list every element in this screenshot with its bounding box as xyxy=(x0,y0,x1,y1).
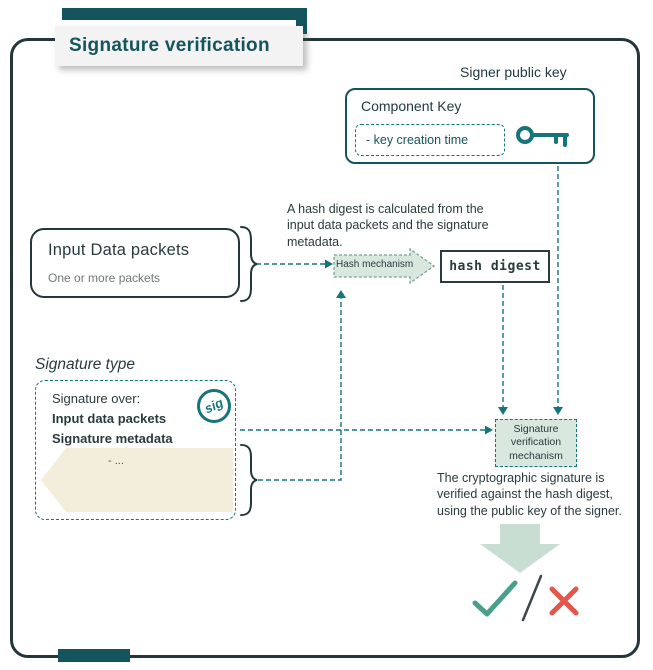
slash-icon xyxy=(521,574,543,622)
input-brace xyxy=(240,226,258,302)
arrowhead-up-hash xyxy=(336,290,346,298)
component-key-title: Component Key xyxy=(361,98,462,114)
sig-stamp-label: sig xyxy=(202,395,225,417)
key-creation-time-box: - key creation time xyxy=(355,124,505,156)
hash-mechanism-label: Hash mechanism xyxy=(336,259,414,270)
signature-item-packets: Input data packets xyxy=(52,411,167,426)
key-creation-time-label: - key creation time xyxy=(366,133,469,147)
arrowhead-down-key xyxy=(553,407,563,415)
metadata-detail: - ... xyxy=(108,455,124,467)
page-title-box: Signature verification xyxy=(55,26,303,66)
metadata-banner-shape xyxy=(41,448,233,512)
signature-brace xyxy=(240,444,258,516)
header-accent-bar-end xyxy=(296,8,307,34)
result-arrow-down xyxy=(480,524,560,573)
signature-verification-mechanism-label: Signature verification mechanism xyxy=(509,423,563,462)
hash-digest-box: hash digest xyxy=(440,250,550,283)
key-icon xyxy=(516,126,569,147)
footer-accent-bar xyxy=(58,649,130,662)
input-data-packets-box: Input Data packets One or more packets xyxy=(30,228,240,298)
signature-box: Signature over: Input data packets Signa… xyxy=(35,380,236,520)
signer-public-key-label: Signer public key xyxy=(460,64,567,80)
connector-metadata-to-hash xyxy=(258,296,342,481)
hash-digest-label: hash digest xyxy=(449,259,541,274)
input-data-packets-subtitle: One or more packets xyxy=(48,271,161,285)
arrowhead-down-digest xyxy=(498,407,508,415)
cross-icon xyxy=(549,586,579,616)
signature-type-label: Signature type xyxy=(35,356,135,373)
sig-stamp-icon: sig xyxy=(197,389,231,423)
header-accent-bar xyxy=(62,8,307,20)
signature-verification-mechanism-box: Signature verification mechanism xyxy=(495,419,577,467)
hash-note: A hash digest is calculated from the inp… xyxy=(287,202,489,249)
signature-item-metadata: Signature metadata xyxy=(52,431,173,446)
page-title: Signature verification xyxy=(69,35,270,56)
component-key-box: Component Key - key creation time xyxy=(345,88,595,164)
check-icon xyxy=(472,580,518,617)
input-data-packets-title: Input Data packets xyxy=(48,241,190,259)
diagram-frame xyxy=(10,38,640,658)
verification-note: The cryptographic signature is verified … xyxy=(437,471,622,518)
signature-over-label: Signature over: xyxy=(52,391,141,406)
arrowhead-right-hash xyxy=(325,259,333,269)
hash-mechanism-shape xyxy=(333,247,435,285)
arrowhead-right-verification xyxy=(485,425,493,435)
